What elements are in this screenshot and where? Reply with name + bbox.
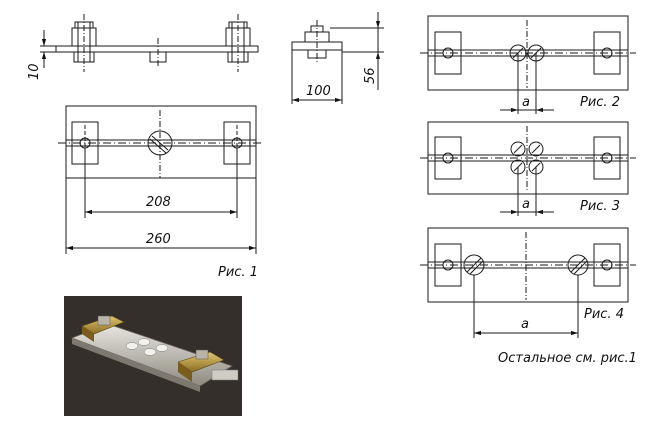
fig3-plate — [420, 121, 636, 216]
caption-fig2: Рис. 2 — [580, 95, 620, 110]
fig4-plate — [420, 227, 636, 338]
dim-208: 208 — [146, 195, 171, 210]
end-view — [291, 12, 384, 104]
caption-fig4: Рис. 4 — [584, 307, 624, 322]
dim-a-fig2: a — [522, 95, 530, 110]
caption-fig3: Рис. 3 — [580, 199, 620, 214]
dim-a-fig4: a — [521, 317, 529, 332]
caption-note: Остальное см. рис.1 — [498, 351, 637, 366]
dim-260: 260 — [146, 232, 171, 247]
caption-fig1: Рис. 1 — [218, 265, 258, 280]
dim-a-fig3: a — [522, 197, 530, 212]
plan-view-fig1 — [58, 105, 264, 254]
side-view — [40, 14, 259, 72]
dim-100: 100 — [306, 84, 331, 99]
product-photo — [64, 296, 242, 416]
dim-10: 10 — [27, 63, 42, 80]
fig2-plate — [420, 15, 636, 114]
dim-56: 56 — [363, 67, 378, 84]
